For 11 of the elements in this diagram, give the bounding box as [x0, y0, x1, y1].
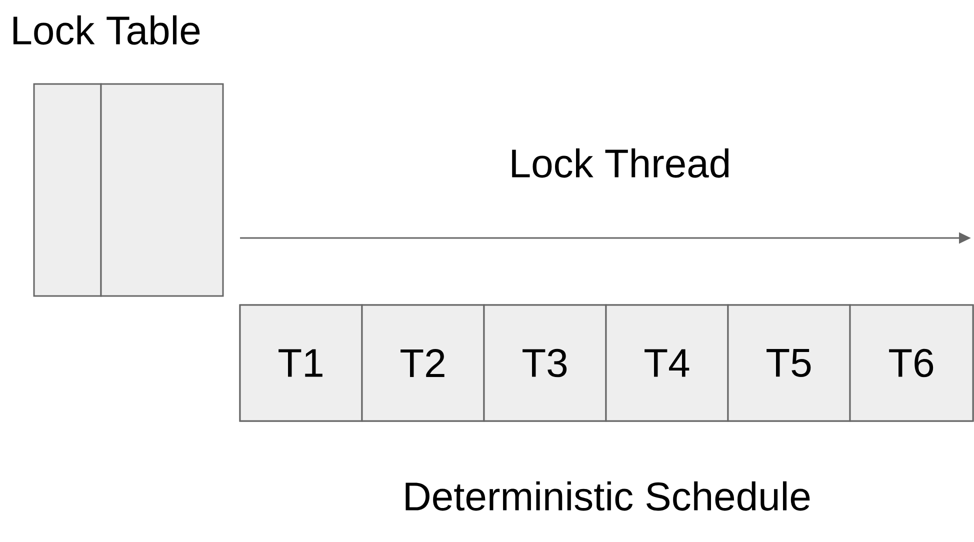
table-cell: T1	[239, 304, 363, 422]
table-cell: T5	[727, 304, 851, 422]
table-column	[33, 83, 102, 297]
table-cell: T2	[361, 304, 485, 422]
arrow-label: Lock Thread	[512, 148, 729, 178]
node-label: Deterministic Schedule	[406, 481, 810, 511]
table-heading: Lock Table	[13, 15, 200, 45]
table-cell: T3	[483, 304, 607, 422]
table-column	[100, 83, 224, 297]
table-cell: T4	[605, 304, 729, 422]
table-cell: T6	[849, 304, 974, 422]
